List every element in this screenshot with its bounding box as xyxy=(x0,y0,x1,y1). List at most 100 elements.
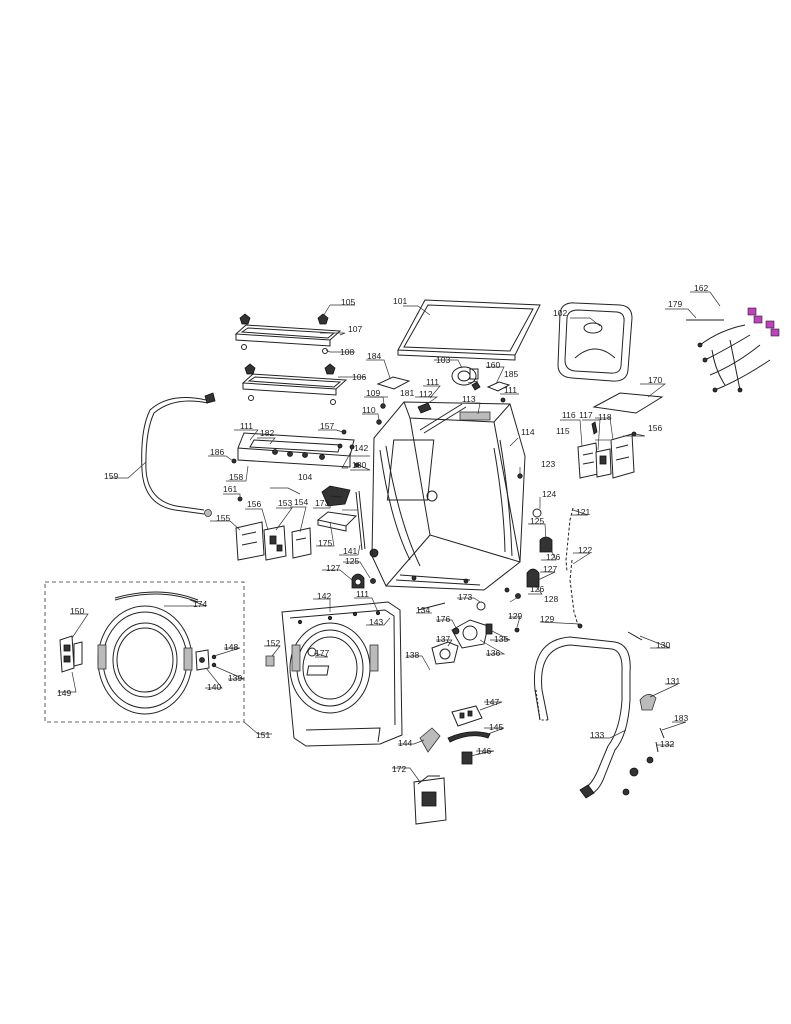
callout-123: 123 xyxy=(541,459,555,469)
callout-127-b: 127 xyxy=(326,563,340,573)
part-top-panel xyxy=(397,299,541,361)
part-drain-hose-133 xyxy=(533,636,631,799)
callout-156-a: 156 xyxy=(247,499,261,509)
part-screw-109 xyxy=(380,403,386,409)
part-board-115 xyxy=(577,442,599,479)
callout-128: 128 xyxy=(544,594,558,604)
callout-159: 159 xyxy=(104,471,118,481)
callout-111-c: 111 xyxy=(240,421,253,431)
part-bracket-181 xyxy=(417,402,432,414)
callout-173-b: 173 xyxy=(458,592,472,602)
part-filter-box-172 xyxy=(413,775,447,825)
part-panel-170 xyxy=(592,392,664,414)
part-screw-156-right xyxy=(631,431,637,437)
callout-137: 137 xyxy=(436,634,450,644)
door-group-frame xyxy=(44,581,245,723)
callout-labels: 101 102 103 104 105 106 107 108 109 110 … xyxy=(57,283,708,774)
callout-151: 151 xyxy=(256,730,270,740)
callout-161: 161 xyxy=(223,484,237,494)
callout-113: 113 xyxy=(462,394,476,404)
callout-115: 115 xyxy=(556,426,570,436)
callout-160: 160 xyxy=(486,360,500,370)
callout-135: 135 xyxy=(494,634,508,644)
part-clip-131 xyxy=(639,694,657,711)
part-plate-184 xyxy=(376,376,411,390)
part-cable-130 xyxy=(627,631,643,641)
part-hinge-150 xyxy=(59,635,83,673)
part-damper-127-left xyxy=(351,573,365,589)
part-ring-124 xyxy=(532,508,542,518)
part-rail-134 xyxy=(417,602,446,611)
callout-122: 122 xyxy=(578,545,592,555)
callout-133: 133 xyxy=(590,730,604,740)
part-rail-122 xyxy=(569,559,579,626)
callout-153: 153 xyxy=(278,498,292,508)
callout-126-a: 126 xyxy=(546,552,560,562)
callout-136: 136 xyxy=(486,648,500,658)
part-clip-129 xyxy=(514,627,520,633)
part-door xyxy=(97,605,193,715)
callout-150: 150 xyxy=(70,606,84,616)
callout-101: 101 xyxy=(393,296,407,306)
callout-127-a: 127 xyxy=(543,564,557,574)
callout-111-d: 111 xyxy=(356,589,369,599)
callout-125-a: 125 xyxy=(530,516,544,526)
callout-110: 110 xyxy=(362,405,376,415)
callout-180: 180 xyxy=(352,460,366,470)
callout-129-b: 129 xyxy=(540,614,554,624)
callout-174: 174 xyxy=(193,599,207,609)
callout-182: 182 xyxy=(260,428,274,438)
callout-156-b: 156 xyxy=(648,423,662,433)
callout-146: 146 xyxy=(477,746,491,756)
part-box-147 xyxy=(451,705,483,727)
callout-126-b: 126 xyxy=(530,584,544,594)
callout-186: 186 xyxy=(210,447,224,457)
callout-181: 181 xyxy=(400,388,414,398)
part-front-panel xyxy=(281,601,403,747)
callout-114: 114 xyxy=(521,427,535,437)
part-screw-125-left xyxy=(370,578,376,584)
part-screw-142a xyxy=(349,444,355,450)
callout-118: 118 xyxy=(598,412,612,422)
callout-106: 106 xyxy=(352,372,366,382)
part-screw-110 xyxy=(376,419,382,425)
callout-124: 124 xyxy=(542,489,556,499)
callout-157: 157 xyxy=(320,421,334,431)
callout-129-a: 129 xyxy=(508,611,522,621)
part-dispenser-173 xyxy=(321,485,351,507)
callout-134: 134 xyxy=(416,605,430,615)
part-latch-140 xyxy=(195,649,217,671)
part-rail-121 xyxy=(565,507,574,573)
callout-149: 149 xyxy=(57,688,71,698)
part-ring-173b xyxy=(476,601,486,611)
part-ring-177 xyxy=(307,647,317,657)
part-switch-146 xyxy=(461,751,473,765)
part-upper-rail xyxy=(234,313,342,354)
callout-102: 102 xyxy=(553,308,567,318)
callout-145: 145 xyxy=(489,722,503,732)
part-damper-126-right xyxy=(504,536,553,599)
callout-116: 116 xyxy=(562,410,576,420)
part-pump-103 xyxy=(451,366,479,386)
callout-139: 139 xyxy=(228,673,242,683)
part-pump-assembly-135 xyxy=(451,619,493,649)
callout-147: 147 xyxy=(485,697,499,707)
callout-158: 158 xyxy=(229,472,243,482)
part-plate-138 xyxy=(306,665,330,676)
callout-142-b: 142 xyxy=(317,591,331,601)
callout-184: 184 xyxy=(367,351,381,361)
callout-108: 108 xyxy=(340,347,354,357)
callout-177: 177 xyxy=(315,648,329,658)
part-screw-180 xyxy=(354,462,360,468)
part-clip-129b xyxy=(577,623,583,629)
part-cabinet xyxy=(371,401,526,591)
part-cover-panel xyxy=(557,302,633,382)
callout-141: 141 xyxy=(343,546,357,556)
part-seal-145 xyxy=(447,731,491,743)
part-pump-136 xyxy=(431,641,459,665)
part-hose-159 xyxy=(141,392,216,517)
part-fitting-132 xyxy=(622,741,659,796)
part-board-156-153 xyxy=(263,525,287,561)
callout-112: 112 xyxy=(419,389,433,399)
callout-152: 152 xyxy=(266,638,280,648)
